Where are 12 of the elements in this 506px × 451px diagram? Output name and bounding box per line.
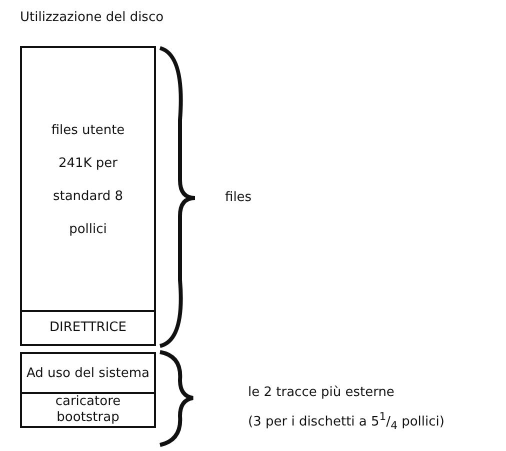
bracket-label: files <box>225 190 252 205</box>
region-label: Ad uso del sistema <box>25 366 151 380</box>
region-label: files utente 241K per standard 8 pollici <box>50 122 126 238</box>
bracket-label: (3 per i dischetti a 5$^{1}$/$_{4}$ pollici) <box>248 410 444 432</box>
bracket-label: le 2 tracce più esterne <box>248 385 394 400</box>
storage-region <box>20 352 156 394</box>
storage-region <box>20 46 156 312</box>
storage-region <box>20 310 156 346</box>
storage-region <box>20 392 156 428</box>
region-label: DIRETTRICE <box>48 320 128 336</box>
region-label: caricatore bootstrap <box>54 394 122 426</box>
diagram-title: Utilizzazione del disco <box>20 10 164 25</box>
